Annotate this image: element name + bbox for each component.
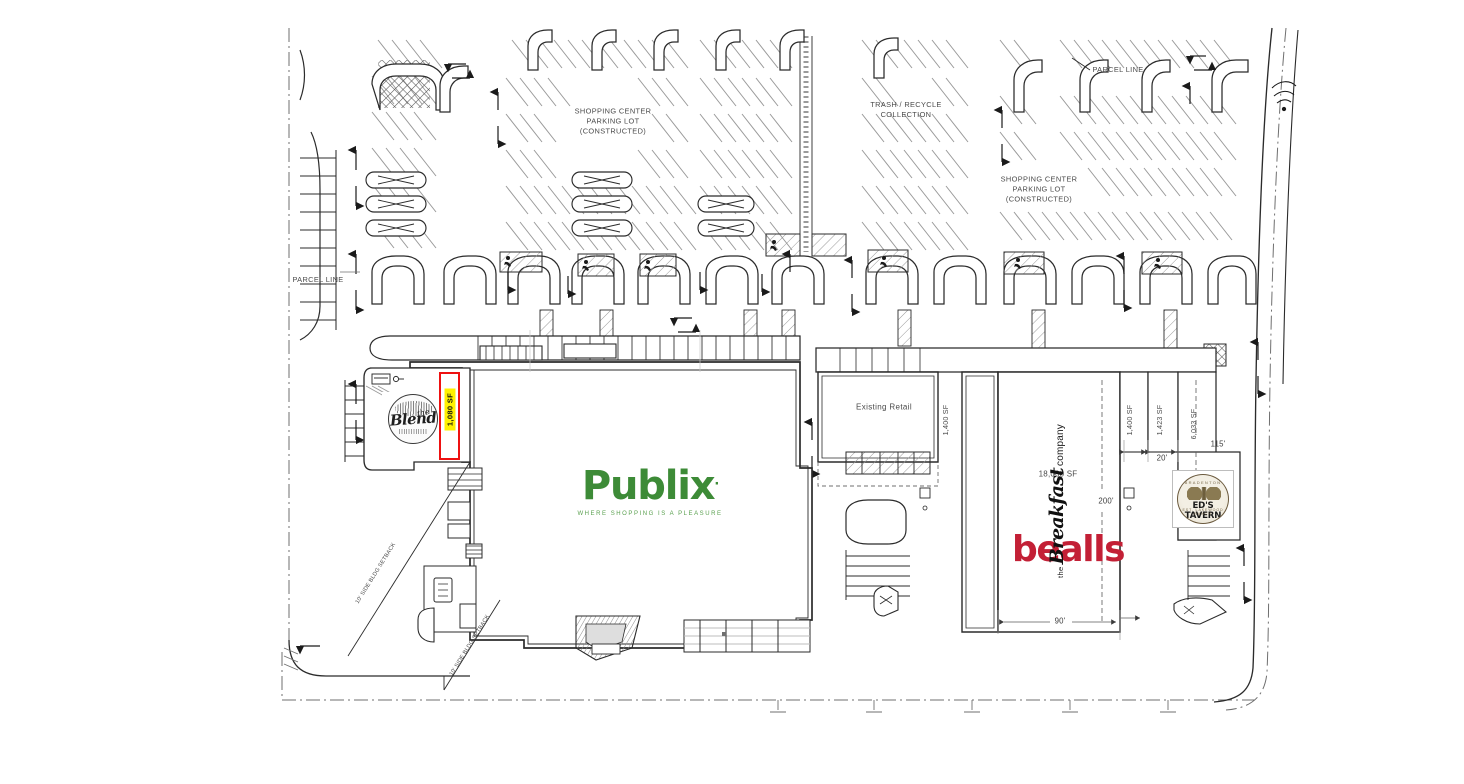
breakfast-company-logo[interactable]: the Breakfast company <box>1046 424 1068 578</box>
parcel-line-note-left: PARCEL LINE <box>292 274 344 284</box>
breakfast-company-the-text: the <box>1056 566 1066 579</box>
dimension-115ft: 115' <box>1210 439 1226 449</box>
dimension-90ft: 90' <box>1054 616 1066 626</box>
available-suite-area-label: 1,080 SF <box>444 388 456 431</box>
eds-tavern-name-text: ED'S TAVERN <box>1184 501 1222 521</box>
the-blend-script-text: Blend <box>389 408 437 430</box>
parcel-line-note-top: PARCEL LINE <box>1092 64 1144 74</box>
the-blend-badge: Blend the <box>388 394 438 444</box>
eds-tavern-logo[interactable]: BRADENTON ED'S TAVERN EST. LAKEWOOD RANC… <box>1172 470 1234 528</box>
publix-registered-mark: . <box>714 473 719 489</box>
eds-tavern-crest-icon <box>1187 487 1221 500</box>
suite-sf-label-1400-b: 1,400 SF <box>1125 404 1135 436</box>
eds-tavern-badge: BRADENTON ED'S TAVERN EST. LAKEWOOD RANC… <box>1177 474 1229 524</box>
eds-tavern-arc-bottom-text: EST. LAKEWOOD RANCH <box>1182 508 1224 516</box>
publix-wordmark-text: Publix <box>581 463 716 509</box>
blend-swoosh-decoration <box>395 401 433 416</box>
parking-lot-note-left: SHOPPING CENTER PARKING LOT (CONSTRUCTED… <box>574 106 652 137</box>
bealls-wordmark: bealls <box>1012 529 1126 570</box>
breakfast-company-company-text: company <box>1055 423 1067 466</box>
publix-wordmark: Publix. <box>560 466 740 506</box>
dimension-200ft: 200' <box>1098 496 1114 506</box>
trash-recycle-note: TRASH / RECYCLE COLLECTION <box>870 99 942 119</box>
available-suite-outline[interactable] <box>439 372 460 460</box>
breakfast-company-script-text: Breakfast <box>1046 467 1069 565</box>
the-blend-logo[interactable]: Blend the <box>382 392 444 446</box>
suite-sf-label-6033: 6,033 SF <box>1189 408 1199 440</box>
existing-retail-note: Existing Retail <box>856 402 912 412</box>
suite-sf-label-1400-a: 1,400 SF <box>941 404 951 436</box>
bealls-area-label: 18,000 SF <box>1038 469 1078 479</box>
suite-sf-label-1423: 1,423 SF <box>1155 404 1165 436</box>
eds-tavern-arc-top-text: BRADENTON <box>1184 480 1222 485</box>
bealls-logo[interactable]: bealls <box>1012 529 1126 570</box>
parking-lot-note-right: SHOPPING CENTER PARKING LOT (CONSTRUCTED… <box>1000 174 1078 205</box>
publix-tagline: WHERE SHOPPING IS A PLEASURE <box>577 511 723 517</box>
publix-logo[interactable]: Publix. WHERE SHOPPING IS A PLEASURE <box>560 466 740 517</box>
dimension-20ft: 20' <box>1156 453 1168 463</box>
blend-underline-decoration <box>399 429 427 434</box>
